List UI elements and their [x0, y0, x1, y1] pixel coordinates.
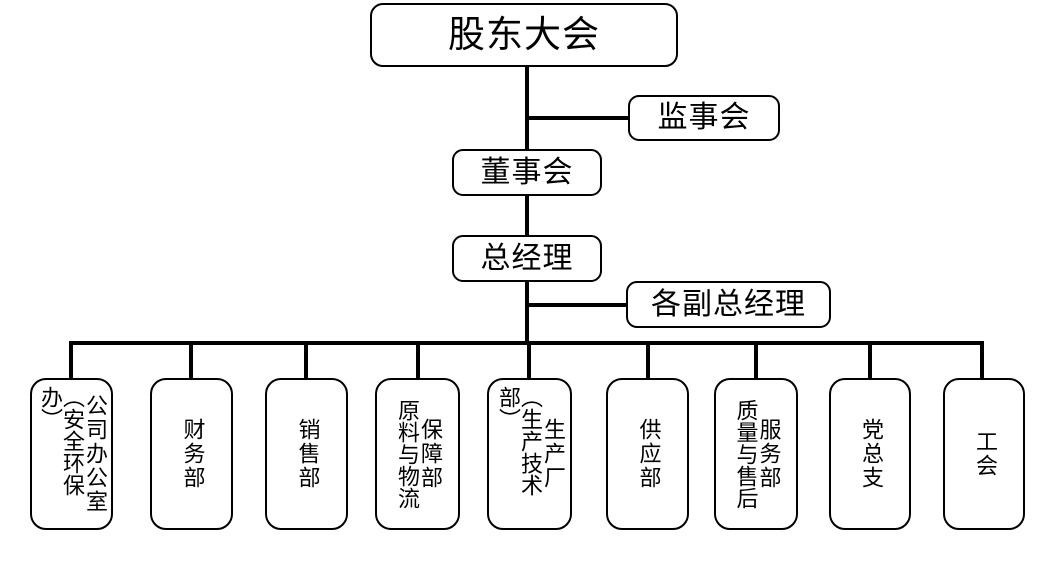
node-department-party-branch[interactable]: 党总支: [829, 378, 911, 530]
node-general-manager-label: 总经理: [480, 240, 574, 276]
node-department-4-sub: 原料与物流: [394, 399, 419, 509]
connector-directors-to-gm: [525, 195, 529, 235]
connector-drop-4: [416, 341, 420, 380]
connector-drop-1: [69, 341, 73, 380]
vertical-text-wrap: 生产厂 （生产技术部）: [491, 386, 568, 522]
connector-drop-6: [646, 341, 650, 380]
node-department-5-sub: （生产技术部）: [495, 386, 542, 496]
node-department-8-main: 党总支: [858, 418, 883, 490]
node-department-quality-aftersales-service[interactable]: 服务部 质量与售后: [714, 378, 798, 530]
connector-to-deputy-gm: [525, 303, 627, 307]
node-board-of-directors-label: 董事会: [480, 154, 574, 190]
node-department-2-main: 财务部: [179, 418, 205, 490]
node-department-1-main: 公司办公室: [82, 394, 107, 514]
connector-drop-5: [527, 341, 531, 380]
node-board-of-supervisors[interactable]: 监事会: [628, 95, 780, 141]
node-department-5-main: 生产厂: [540, 418, 565, 490]
vertical-text-wrap: 服务部 质量与售后: [718, 386, 794, 522]
connector-drop-7: [754, 341, 758, 380]
connector-gm-to-bus: [525, 282, 529, 345]
node-shareholders-meeting-label: 股东大会: [448, 12, 600, 56]
node-department-material-logistics-support[interactable]: 保障部 原料与物流: [375, 378, 460, 530]
node-department-4-main: 保障部: [417, 418, 442, 490]
node-deputy-general-managers-label: 各副总经理: [651, 286, 806, 322]
connector-to-supervisors: [525, 116, 630, 120]
node-board-of-directors[interactable]: 董事会: [452, 149, 602, 196]
node-department-3-main: 销售部: [294, 418, 320, 490]
vertical-text-wrap: 财务部: [154, 386, 229, 522]
vertical-text-wrap: 销售部: [269, 386, 344, 522]
node-department-company-office[interactable]: 公司办公室 （安全环保办）: [30, 378, 113, 530]
node-department-supply[interactable]: 供应部: [606, 378, 689, 530]
node-department-production-plant[interactable]: 生产厂 （生产技术部）: [487, 378, 572, 530]
node-department-9-main: 工会: [972, 430, 997, 478]
node-department-7-sub: 质量与售后: [732, 399, 758, 509]
node-board-of-supervisors-label: 监事会: [657, 100, 751, 136]
vertical-text-wrap: 公司办公室 （安全环保办）: [34, 386, 109, 522]
node-deputy-general-managers[interactable]: 各副总经理: [626, 281, 831, 328]
node-general-manager[interactable]: 总经理: [452, 235, 602, 282]
vertical-text-wrap: 工会: [947, 386, 1021, 522]
node-department-7-main: 服务部: [755, 418, 781, 490]
connector-drop-2: [189, 341, 193, 380]
node-department-finance[interactable]: 财务部: [150, 378, 233, 530]
node-department-1-sub: （安全环保办）: [37, 386, 84, 496]
vertical-text-wrap: 保障部 原料与物流: [379, 386, 456, 522]
node-department-labor-union[interactable]: 工会: [943, 378, 1025, 530]
node-department-6-main: 供应部: [635, 418, 661, 490]
connector-shareholders-to-directors: [525, 67, 529, 150]
connector-drop-3: [304, 341, 308, 380]
connector-drop-9: [980, 341, 984, 380]
node-department-sales[interactable]: 销售部: [265, 378, 348, 530]
node-shareholders-meeting[interactable]: 股东大会: [370, 3, 678, 67]
vertical-text-wrap: 党总支: [833, 386, 907, 522]
connector-drop-8: [868, 341, 872, 380]
vertical-text-wrap: 供应部: [610, 386, 685, 522]
